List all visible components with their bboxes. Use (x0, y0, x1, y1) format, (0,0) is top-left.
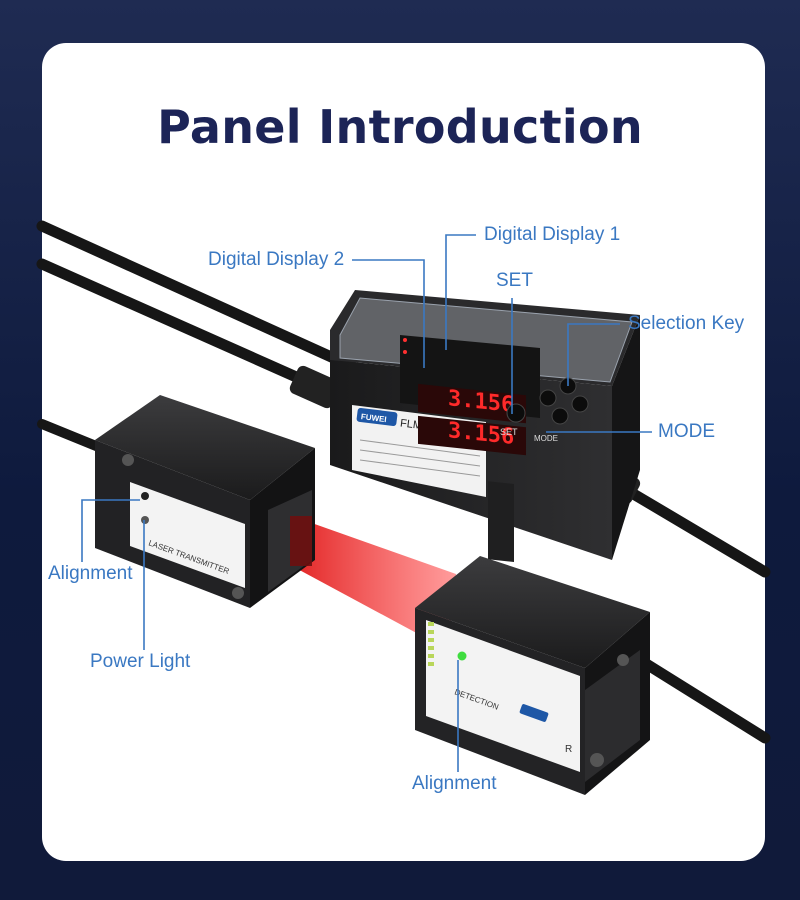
callout-lines (81, 234, 652, 772)
label-mode: MODE (658, 421, 715, 442)
digital-displays: 3.156 3.156 (403, 338, 526, 456)
transmitter-alignment-led (141, 492, 149, 500)
receiver-alignment-led (457, 651, 467, 661)
label-digital-display-2: Digital Display 2 (208, 249, 345, 270)
laser-transmitter: LASER TRANSMITTER (95, 395, 315, 608)
spec-lines (359, 439, 481, 477)
brand-badge-text: FUWEI (360, 412, 387, 424)
label-power-light: Power Light (90, 651, 191, 672)
selection-key-left[interactable] (539, 389, 557, 407)
receiver-side-mark: R (565, 744, 572, 755)
transmitter-screw-1 (122, 454, 134, 466)
transmitter-window (290, 516, 312, 566)
set-key-text: SET (500, 427, 518, 437)
mode-key-text: MODE (534, 434, 558, 443)
receiver-screw-2 (617, 654, 629, 666)
receiver-screw-1 (590, 753, 604, 767)
label-selection-key: Selection Key (628, 313, 745, 334)
label-alignment-transmitter: Alignment (48, 563, 133, 584)
indicator-led-2 (403, 350, 407, 354)
laser-receiver: DETECTION R (415, 556, 650, 795)
amplifier-controller: FUWEI FLM-50-RS485 (330, 290, 640, 563)
panel-divider (488, 481, 514, 563)
selection-key-right[interactable] (571, 395, 589, 413)
digital-display-2 (418, 415, 526, 456)
transmitter-screw-2 (232, 587, 244, 599)
transmitter-power-light (141, 516, 149, 524)
label-digital-display-1: Digital Display 1 (484, 224, 621, 245)
controller-cable-boot (289, 365, 341, 409)
receiver-led-bar (428, 622, 434, 666)
indicator-led-1 (403, 338, 407, 342)
receiver-brand-badge (519, 704, 549, 722)
page-title: Panel Introduction (157, 100, 643, 154)
brand-badge (356, 407, 398, 427)
label-set: SET (496, 270, 533, 291)
label-alignment-receiver: Alignment (412, 773, 497, 794)
set-key[interactable] (506, 403, 526, 423)
digital-display-1 (418, 383, 526, 424)
selection-key-down[interactable] (551, 407, 569, 425)
